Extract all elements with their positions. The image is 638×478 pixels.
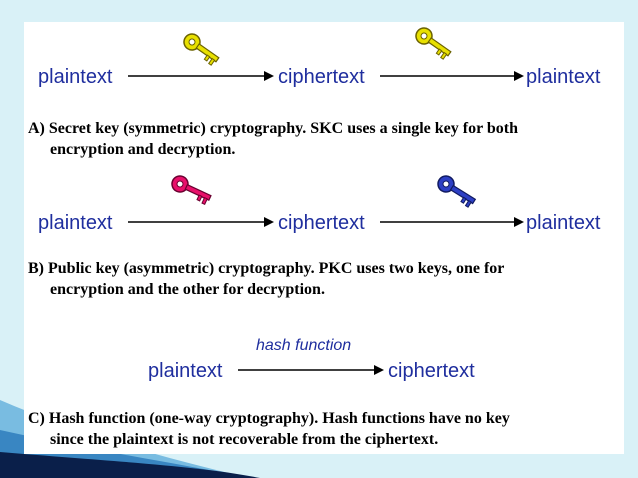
caption-line: encryption and the other for decryption. (50, 281, 325, 298)
caption-line: A) Secret key (symmetric) cryptography. … (28, 120, 519, 137)
gold-key-icon (183, 33, 220, 66)
hash-function-label: hash function (256, 337, 352, 354)
plaintext-label: plaintext (38, 212, 113, 234)
diagram-panel: plaintext ciphertext plaintext (24, 22, 624, 454)
plaintext-label: plaintext (526, 212, 601, 234)
arrow (380, 71, 524, 81)
ciphertext-label: ciphertext (278, 66, 365, 88)
ciphertext-label: ciphertext (278, 212, 365, 234)
caption-line: encryption and decryption. (50, 141, 236, 158)
section-c-caption: C) Hash function (one-way cryptography).… (28, 408, 618, 450)
plaintext-label: plaintext (148, 360, 223, 382)
section-b-caption: B) Public key (asymmetric) cryptography.… (28, 258, 618, 300)
arrow (238, 365, 384, 375)
blue-key-icon (437, 175, 477, 208)
plaintext-label: plaintext (526, 66, 601, 88)
pink-key-icon (171, 175, 212, 206)
gold-key-icon (415, 27, 452, 60)
arrow (128, 217, 274, 227)
section-a-caption: A) Secret key (symmetric) cryptography. … (28, 118, 618, 160)
arrow (380, 217, 524, 227)
caption-line: B) Public key (asymmetric) cryptography.… (28, 260, 505, 277)
caption-line: C) Hash function (one-way cryptography).… (28, 410, 510, 427)
arrow (128, 71, 274, 81)
caption-line: since the plaintext is not recoverable f… (50, 431, 439, 448)
plaintext-label: plaintext (38, 66, 113, 88)
ciphertext-label: ciphertext (388, 360, 475, 382)
